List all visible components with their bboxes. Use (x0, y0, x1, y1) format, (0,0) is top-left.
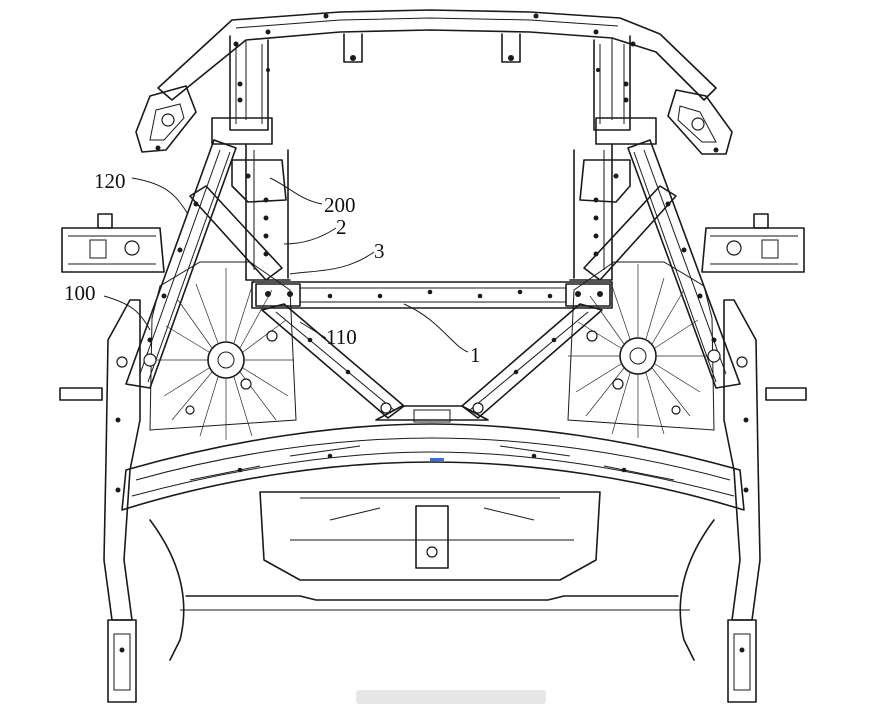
label-120: 120 (94, 169, 126, 193)
cross-member (251, 281, 613, 309)
leader-lines (103, 177, 469, 353)
label-200: 200 (324, 193, 356, 217)
diagonal-braces (125, 139, 741, 389)
label-110: 110 (326, 325, 357, 349)
left-fan (143, 261, 297, 440)
outer-rails (103, 299, 761, 703)
label-1: 1 (470, 343, 481, 367)
bumper-beam (121, 423, 745, 511)
reference-labels: 120 200 2 3 100 110 1 (64, 169, 481, 367)
right-fan (567, 261, 721, 438)
label-3: 3 (374, 239, 385, 263)
v-braces (261, 303, 603, 423)
side-brackets (59, 213, 807, 401)
upper-frame (135, 9, 733, 155)
lower-cradle (149, 491, 715, 661)
label-100: 100 (64, 281, 96, 305)
watermark (356, 690, 546, 704)
side-pillars (231, 143, 631, 281)
label-2: 2 (336, 215, 347, 239)
